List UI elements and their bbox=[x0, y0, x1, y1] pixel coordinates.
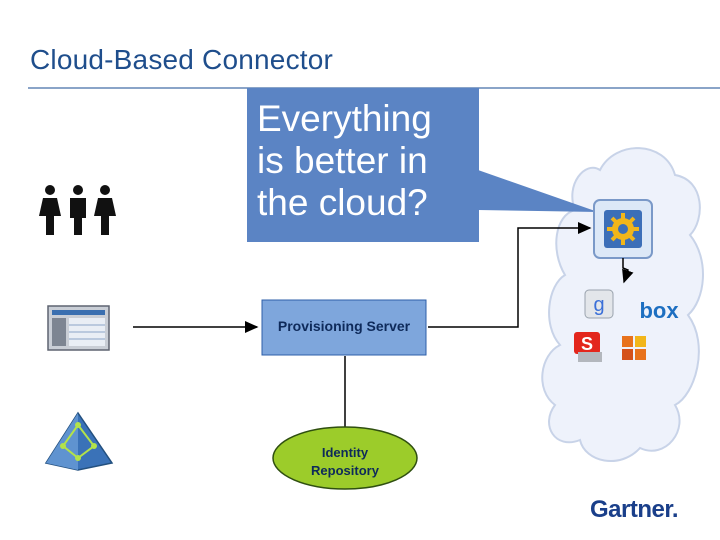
identity-repository-line-2: Repository bbox=[311, 463, 379, 478]
identity-repository-label: Identity Repository bbox=[275, 444, 415, 480]
svg-text:box: box bbox=[639, 298, 679, 323]
cloud-shape bbox=[541, 147, 704, 463]
callout-box bbox=[247, 88, 598, 242]
gear-icon bbox=[593, 199, 653, 259]
application-window-icon bbox=[47, 305, 110, 351]
callout-line-3: the cloud? bbox=[257, 182, 428, 223]
callout-text: Everything is better in the cloud? bbox=[257, 98, 457, 224]
identity-repository-line-1: Identity bbox=[321, 445, 369, 460]
svg-text:g: g bbox=[593, 294, 604, 316]
salesforce-icon: S bbox=[574, 332, 602, 362]
callout-line-1: Everything bbox=[257, 98, 432, 139]
connector-lines bbox=[133, 222, 634, 432]
slide-title: Cloud-Based Connector bbox=[30, 44, 334, 75]
identity-repository-oval bbox=[272, 426, 418, 490]
provisioning-server-box bbox=[261, 299, 427, 356]
office-icon bbox=[622, 336, 646, 360]
google-icon: g bbox=[584, 289, 614, 319]
provisioning-server-label: Provisioning Server bbox=[277, 318, 411, 334]
gartner-logo: Gartner. bbox=[590, 496, 679, 523]
callout-line-2: is better in bbox=[257, 140, 428, 181]
box-icon: box bbox=[639, 298, 679, 323]
svg-text:S: S bbox=[581, 334, 593, 354]
people-icon bbox=[39, 185, 116, 235]
directory-pyramid-icon bbox=[44, 411, 114, 471]
